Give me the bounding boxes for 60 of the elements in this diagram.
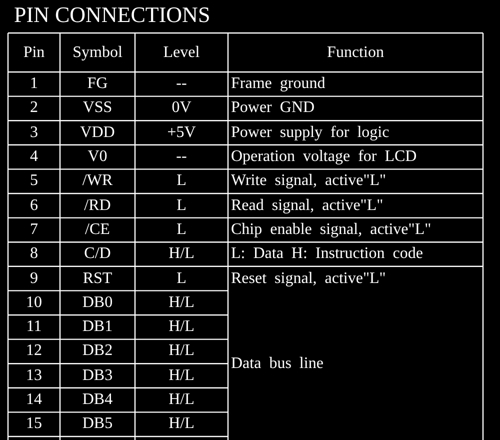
function-text: Operation voltage for LCD [231, 148, 417, 166]
level-text: L [176, 172, 188, 190]
pin-number: 4 [29, 148, 39, 166]
function-text: Data bus line [231, 354, 324, 373]
pin-number: 8 [29, 245, 39, 264]
symbol-text: DB4 [81, 391, 114, 410]
symbol-text: FG [86, 75, 109, 94]
pin-number: 2 [29, 99, 39, 118]
pin-number: 6 [29, 196, 39, 215]
pin-number: 9 [29, 270, 39, 288]
level-text: 0V [170, 99, 192, 118]
symbol-text: /WR [81, 172, 114, 190]
pin-number: 3 [29, 124, 39, 142]
column-header: Symbol [72, 44, 124, 62]
pin-number: 12 [25, 342, 43, 360]
level-text: H/L [168, 294, 196, 312]
level-text: H/L [168, 342, 196, 360]
level-text: L [176, 220, 188, 239]
pin-number: 11 [25, 318, 43, 336]
level-text: -- [175, 148, 188, 166]
level-text: H/L [168, 415, 196, 434]
function-text: Power GND [231, 99, 315, 118]
level-text: -- [175, 75, 188, 94]
level-text: H/L [168, 366, 196, 385]
pin-number: 10 [25, 294, 43, 312]
pin-number: 5 [29, 172, 39, 190]
pin-number: 15 [25, 415, 43, 434]
level-text: +5V [166, 124, 197, 142]
symbol-text: /RD [83, 196, 112, 215]
symbol-text: DB3 [81, 366, 114, 385]
function-text: Write signal, active"L" [231, 172, 386, 190]
function-text: Reset signal, active"L" [231, 270, 386, 288]
level-text: H/L [168, 245, 196, 264]
symbol-text: C/D [83, 245, 112, 264]
level-text: L [176, 196, 188, 215]
symbol-text: VSS [82, 99, 114, 118]
level-text: L [176, 270, 188, 288]
function-text: Read signal, active"L" [231, 196, 384, 215]
pin-number: 13 [25, 366, 43, 385]
column-header: Level [162, 44, 201, 62]
level-text: H/L [168, 318, 196, 336]
pin-number: 7 [29, 220, 39, 239]
function-text: Chip enable signal, active"L" [231, 220, 432, 239]
symbol-text: DB5 [81, 415, 114, 434]
symbol-text: V0 [86, 148, 108, 166]
page-title: PIN CONNECTIONS [14, 2, 210, 28]
symbol-text: DB0 [81, 294, 114, 312]
function-text: L: Data H: Instruction code [231, 245, 423, 264]
column-header: Pin [22, 44, 46, 62]
symbol-text: DB1 [81, 318, 114, 336]
pin-number: 14 [25, 391, 43, 410]
symbol-text: RST [82, 270, 114, 288]
symbol-text: DB2 [81, 342, 114, 360]
pin-number: 1 [29, 75, 39, 94]
symbol-text: /CE [84, 220, 111, 239]
function-text: Frame ground [231, 75, 326, 94]
function-text: Power supply for logic [231, 124, 390, 142]
level-text: H/L [168, 391, 196, 410]
symbol-text: VDD [79, 124, 116, 142]
column-header: Function [326, 44, 385, 62]
